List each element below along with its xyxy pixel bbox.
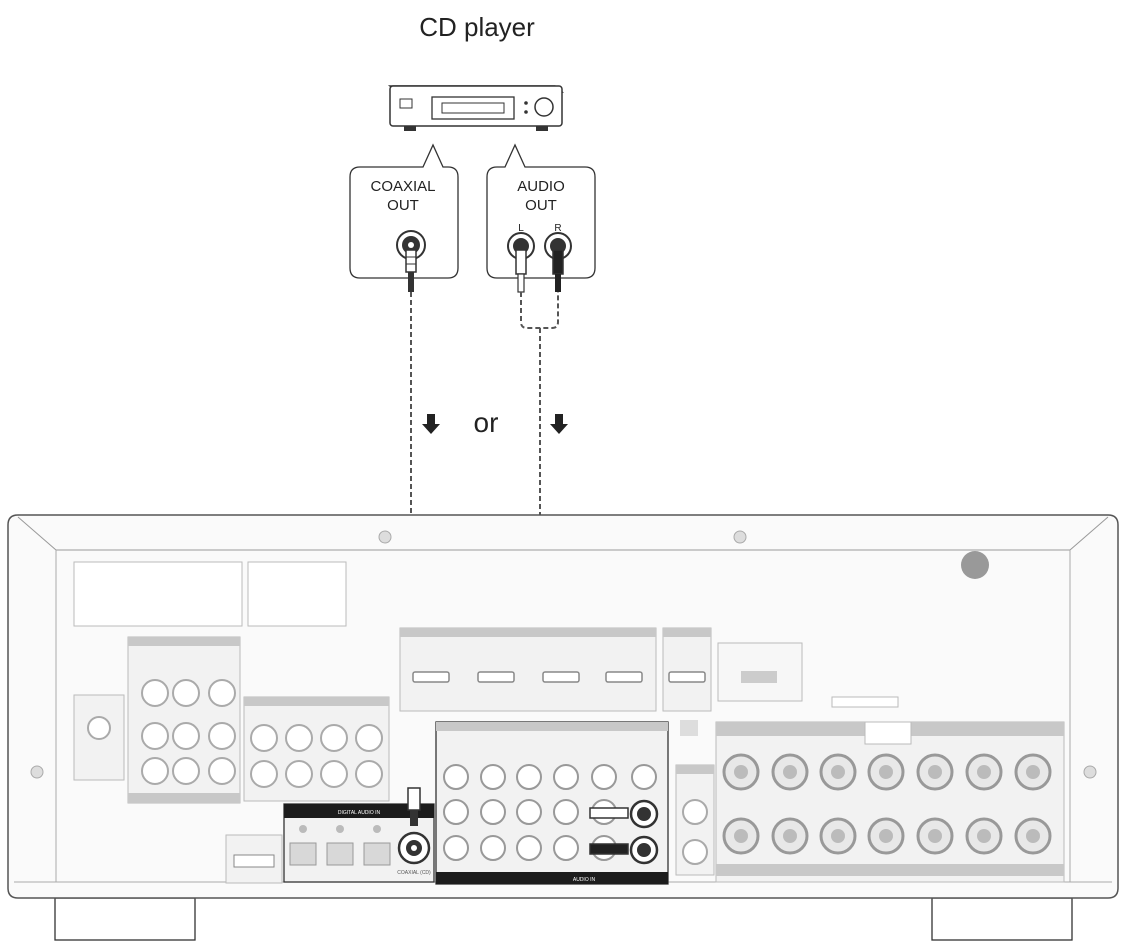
coaxial-out-callout: COAXIAL OUT — [349, 143, 459, 292]
diagram-title: CD player — [419, 12, 535, 42]
coaxial-out-label-line2: OUT — [387, 197, 419, 214]
white-rca-plug-icon — [515, 249, 527, 293]
cd-audio-in-jacks — [629, 799, 659, 865]
coaxial-plug-icon — [405, 249, 417, 292]
audio-out-label-line1: AUDIO — [517, 178, 565, 195]
rca-plugs-inserted-icon — [589, 807, 629, 855]
digital-audio-in-label: DIGITAL AUDIO IN — [338, 810, 381, 816]
rca-cable-loop — [520, 292, 559, 329]
cooling-fan-icon — [961, 551, 989, 579]
av-receiver-rear-panel: DIGITAL AUDIO IN COAXIAL (CD) AUDIO IN — [7, 514, 1119, 941]
down-arrow-icon — [550, 414, 568, 434]
audio-out-callout: AUDIO OUT L R — [486, 143, 596, 293]
receiver-foot-left — [54, 897, 196, 941]
coaxial-plug-inserted-icon — [407, 787, 421, 826]
left-channel-label: L — [518, 223, 524, 234]
coaxial-cd-label: COAXIAL (CD) — [397, 870, 431, 876]
audio-out-label-line2: OUT — [525, 197, 557, 214]
receiver-foot-right — [931, 897, 1073, 941]
coaxial-out-label-line1: COAXIAL — [370, 178, 435, 195]
coaxial-cd-input-jack — [397, 831, 431, 865]
red-rca-plug-icon — [552, 249, 564, 292]
or-label: or — [474, 407, 499, 438]
audio-in-label: AUDIO IN — [573, 877, 596, 883]
cd-player-illustration — [387, 85, 565, 131]
down-arrow-icon — [422, 414, 440, 434]
right-channel-label: R — [554, 223, 561, 234]
analog-audio-inputs-block — [435, 721, 669, 885]
